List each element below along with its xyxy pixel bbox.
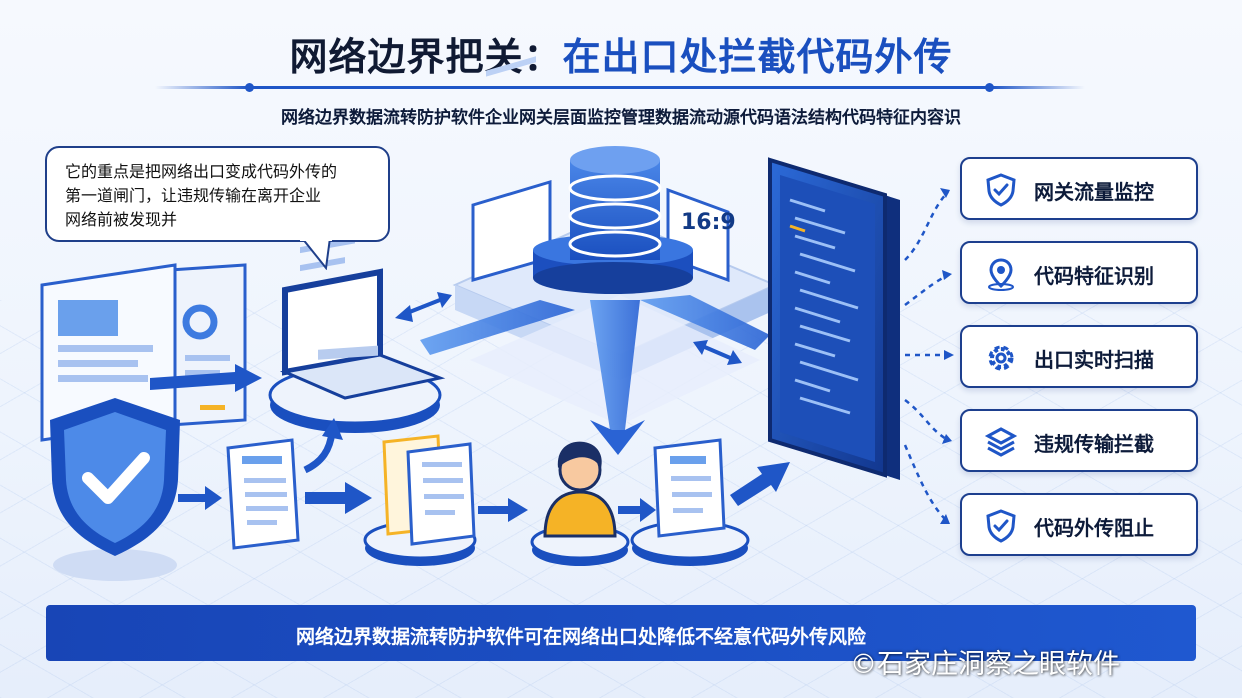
document-stack-icon: [363, 434, 477, 566]
dashed-connectors: [903, 191, 949, 523]
arrow-doc-to-docs: [305, 482, 372, 514]
arrow-shield-to-doc: [178, 486, 222, 510]
aspect-ratio-label: 16:9: [681, 210, 736, 235]
feature-label: 网关流量监控: [1034, 180, 1154, 204]
laptop-icon: [268, 237, 446, 433]
user-avatar-icon: [530, 441, 630, 566]
feature-label: 出口实时扫描: [1034, 348, 1154, 372]
bubble-line: 第一道闸门，让违规传输在离开企业: [65, 186, 322, 205]
speech-bubble: 它的重点是把网络出口变成代码外传的 第一道闸门，让违规传输在离开企业 网络前被发…: [45, 146, 390, 242]
database-icon: [533, 146, 693, 294]
underline-dot: [245, 83, 254, 92]
location-pin-icon: [988, 258, 1014, 291]
bidirectional-arrow-left: [395, 292, 452, 322]
summary-banner: 网络边界数据流转防护软件可在网络出口处降低不经意代码外传风险: [46, 605, 1196, 661]
arrow-user-to-doc: [618, 498, 656, 522]
data-flow-beams: [420, 295, 770, 455]
code-scanner-panel: [768, 157, 900, 480]
summary-text: 网络边界数据流转防护软件可在网络出口处降低不经意代码外传风险: [296, 626, 867, 648]
page-title: 网络边界把关：在出口处拦截代码外传: [0, 26, 1242, 81]
output-document-icon: [630, 438, 750, 566]
gear-icon: [988, 345, 1014, 371]
connector-arrowheads: [940, 188, 954, 524]
document-icon: [226, 438, 300, 550]
feature-card-transfer-blocking: 违规传输拦截: [960, 409, 1198, 472]
bubble-line: 网络前被发现并: [65, 210, 178, 229]
watermark: ©石家庄洞察之眼软件: [850, 649, 1120, 680]
layers-icon: [984, 427, 1018, 457]
large-shield-icon: [50, 398, 180, 581]
feature-card-gateway-monitoring: 网关流量监控: [960, 157, 1198, 220]
curved-arrow-up: [303, 431, 336, 474]
bubble-line: 它的重点是把网络出口变成代码外传的: [65, 162, 338, 181]
title-underline: [155, 83, 1085, 92]
feature-label: 代码外传阻止: [1034, 516, 1154, 540]
dashboard-panels: [40, 263, 247, 442]
feature-label: 代码特征识别: [1034, 264, 1154, 288]
feature-label: 违规传输拦截: [1034, 432, 1154, 456]
title-part-1: 网络边界把关：: [289, 35, 563, 79]
shield-check-icon: [986, 509, 1016, 543]
bidirectional-arrow-right: [693, 340, 742, 365]
arrow-docs-to-user: [478, 498, 528, 522]
arrow-to-laptop: [150, 364, 262, 392]
feature-card-exit-scanning: 出口实时扫描: [960, 325, 1198, 388]
shield-check-icon: [986, 173, 1016, 207]
title-part-2: 在出口处拦截代码外传: [562, 35, 953, 79]
speech-bubble-tail: [300, 238, 332, 270]
feature-card-leak-prevention: 代码外传阻止: [960, 493, 1198, 556]
subtitle: 网络边界数据流转防护软件企业网关层面监控管理数据流动源代码语法结构代码特征内容识: [281, 108, 961, 128]
arrow-to-code-panel: [730, 462, 790, 506]
feature-card-code-recognition: 代码特征识别: [960, 241, 1198, 304]
underline-dot: [985, 83, 994, 92]
